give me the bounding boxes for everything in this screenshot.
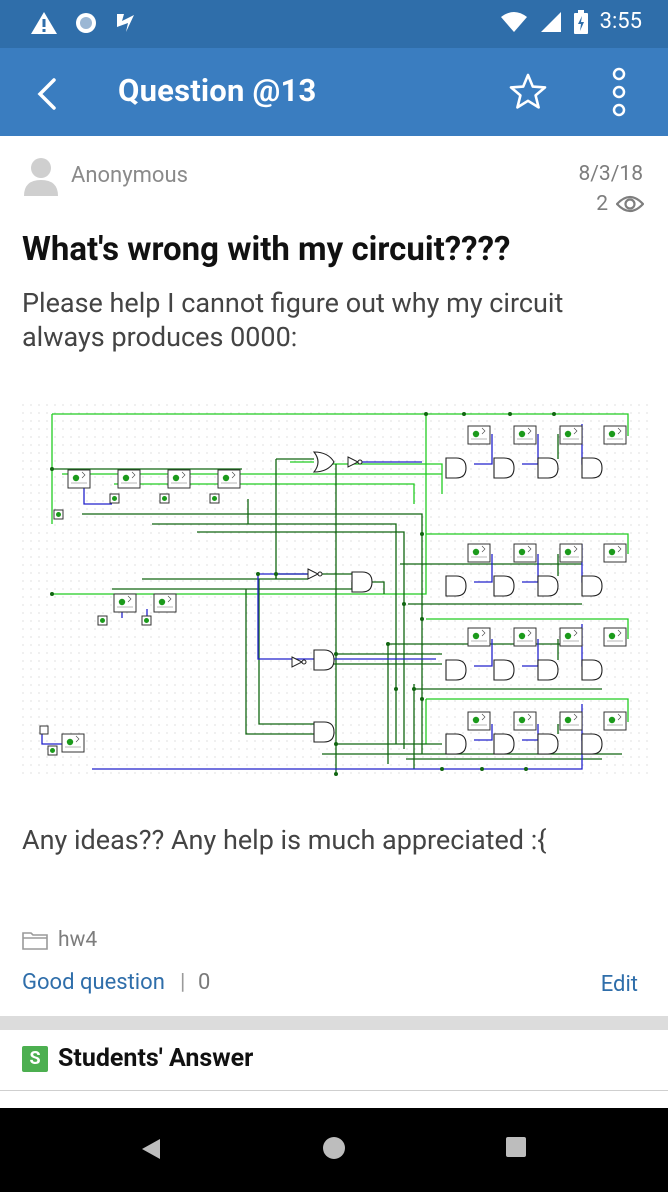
back-arrow-icon[interactable] — [26, 72, 70, 116]
students-badge: S — [22, 1045, 48, 1072]
folder-tag[interactable]: hw4 — [22, 928, 97, 952]
nav-back-icon[interactable] — [140, 1137, 162, 1161]
edit-button[interactable]: Edit — [600, 972, 638, 997]
question-footer-text: Any ideas?? Any help is much appreciated… — [22, 824, 547, 856]
eye-icon — [616, 195, 644, 213]
question-title: What's wrong with my circuit???? — [22, 230, 511, 269]
section-divider — [0, 1016, 668, 1030]
students-answer-title: Students' Answer — [58, 1044, 254, 1073]
sync-icon — [76, 13, 96, 33]
nav-home-icon[interactable] — [322, 1136, 346, 1160]
nav-recents-icon[interactable] — [505, 1136, 527, 1158]
students-answer-header: S Students' Answer — [22, 1044, 253, 1073]
navigation-bar — [0, 1108, 668, 1192]
separator: | — [180, 970, 186, 995]
question-body: Please help I cannot figure out why my c… — [22, 287, 564, 353]
avatar-icon — [24, 158, 58, 196]
notification-icon — [117, 14, 134, 32]
star-icon[interactable] — [508, 72, 548, 112]
author-name: Anonymous — [71, 163, 188, 188]
view-count-value: 2 — [596, 192, 608, 216]
more-options-icon[interactable] — [608, 66, 630, 118]
page-title: Question @13 — [118, 72, 317, 109]
battery-icon — [573, 9, 588, 34]
status-time: 3:55 — [599, 9, 642, 34]
answer-divider-line — [0, 1090, 668, 1091]
question-content: Anonymous 8/3/18 2 What's wrong with my … — [0, 136, 668, 1106]
good-question-count: 0 — [198, 970, 211, 995]
warning-icon — [31, 12, 57, 34]
status-bar: 3:55 — [0, 0, 668, 48]
post-date: 8/3/18 — [578, 162, 643, 186]
signal-icon — [540, 11, 561, 32]
wifi-icon — [500, 11, 527, 32]
folder-label: hw4 — [58, 928, 98, 952]
view-count: 2 — [596, 192, 644, 216]
good-question-button[interactable]: Good question — [22, 970, 165, 995]
folder-icon — [22, 932, 48, 950]
circuit-diagram-image[interactable] — [22, 404, 648, 776]
app-bar: Question @13 — [0, 48, 668, 136]
